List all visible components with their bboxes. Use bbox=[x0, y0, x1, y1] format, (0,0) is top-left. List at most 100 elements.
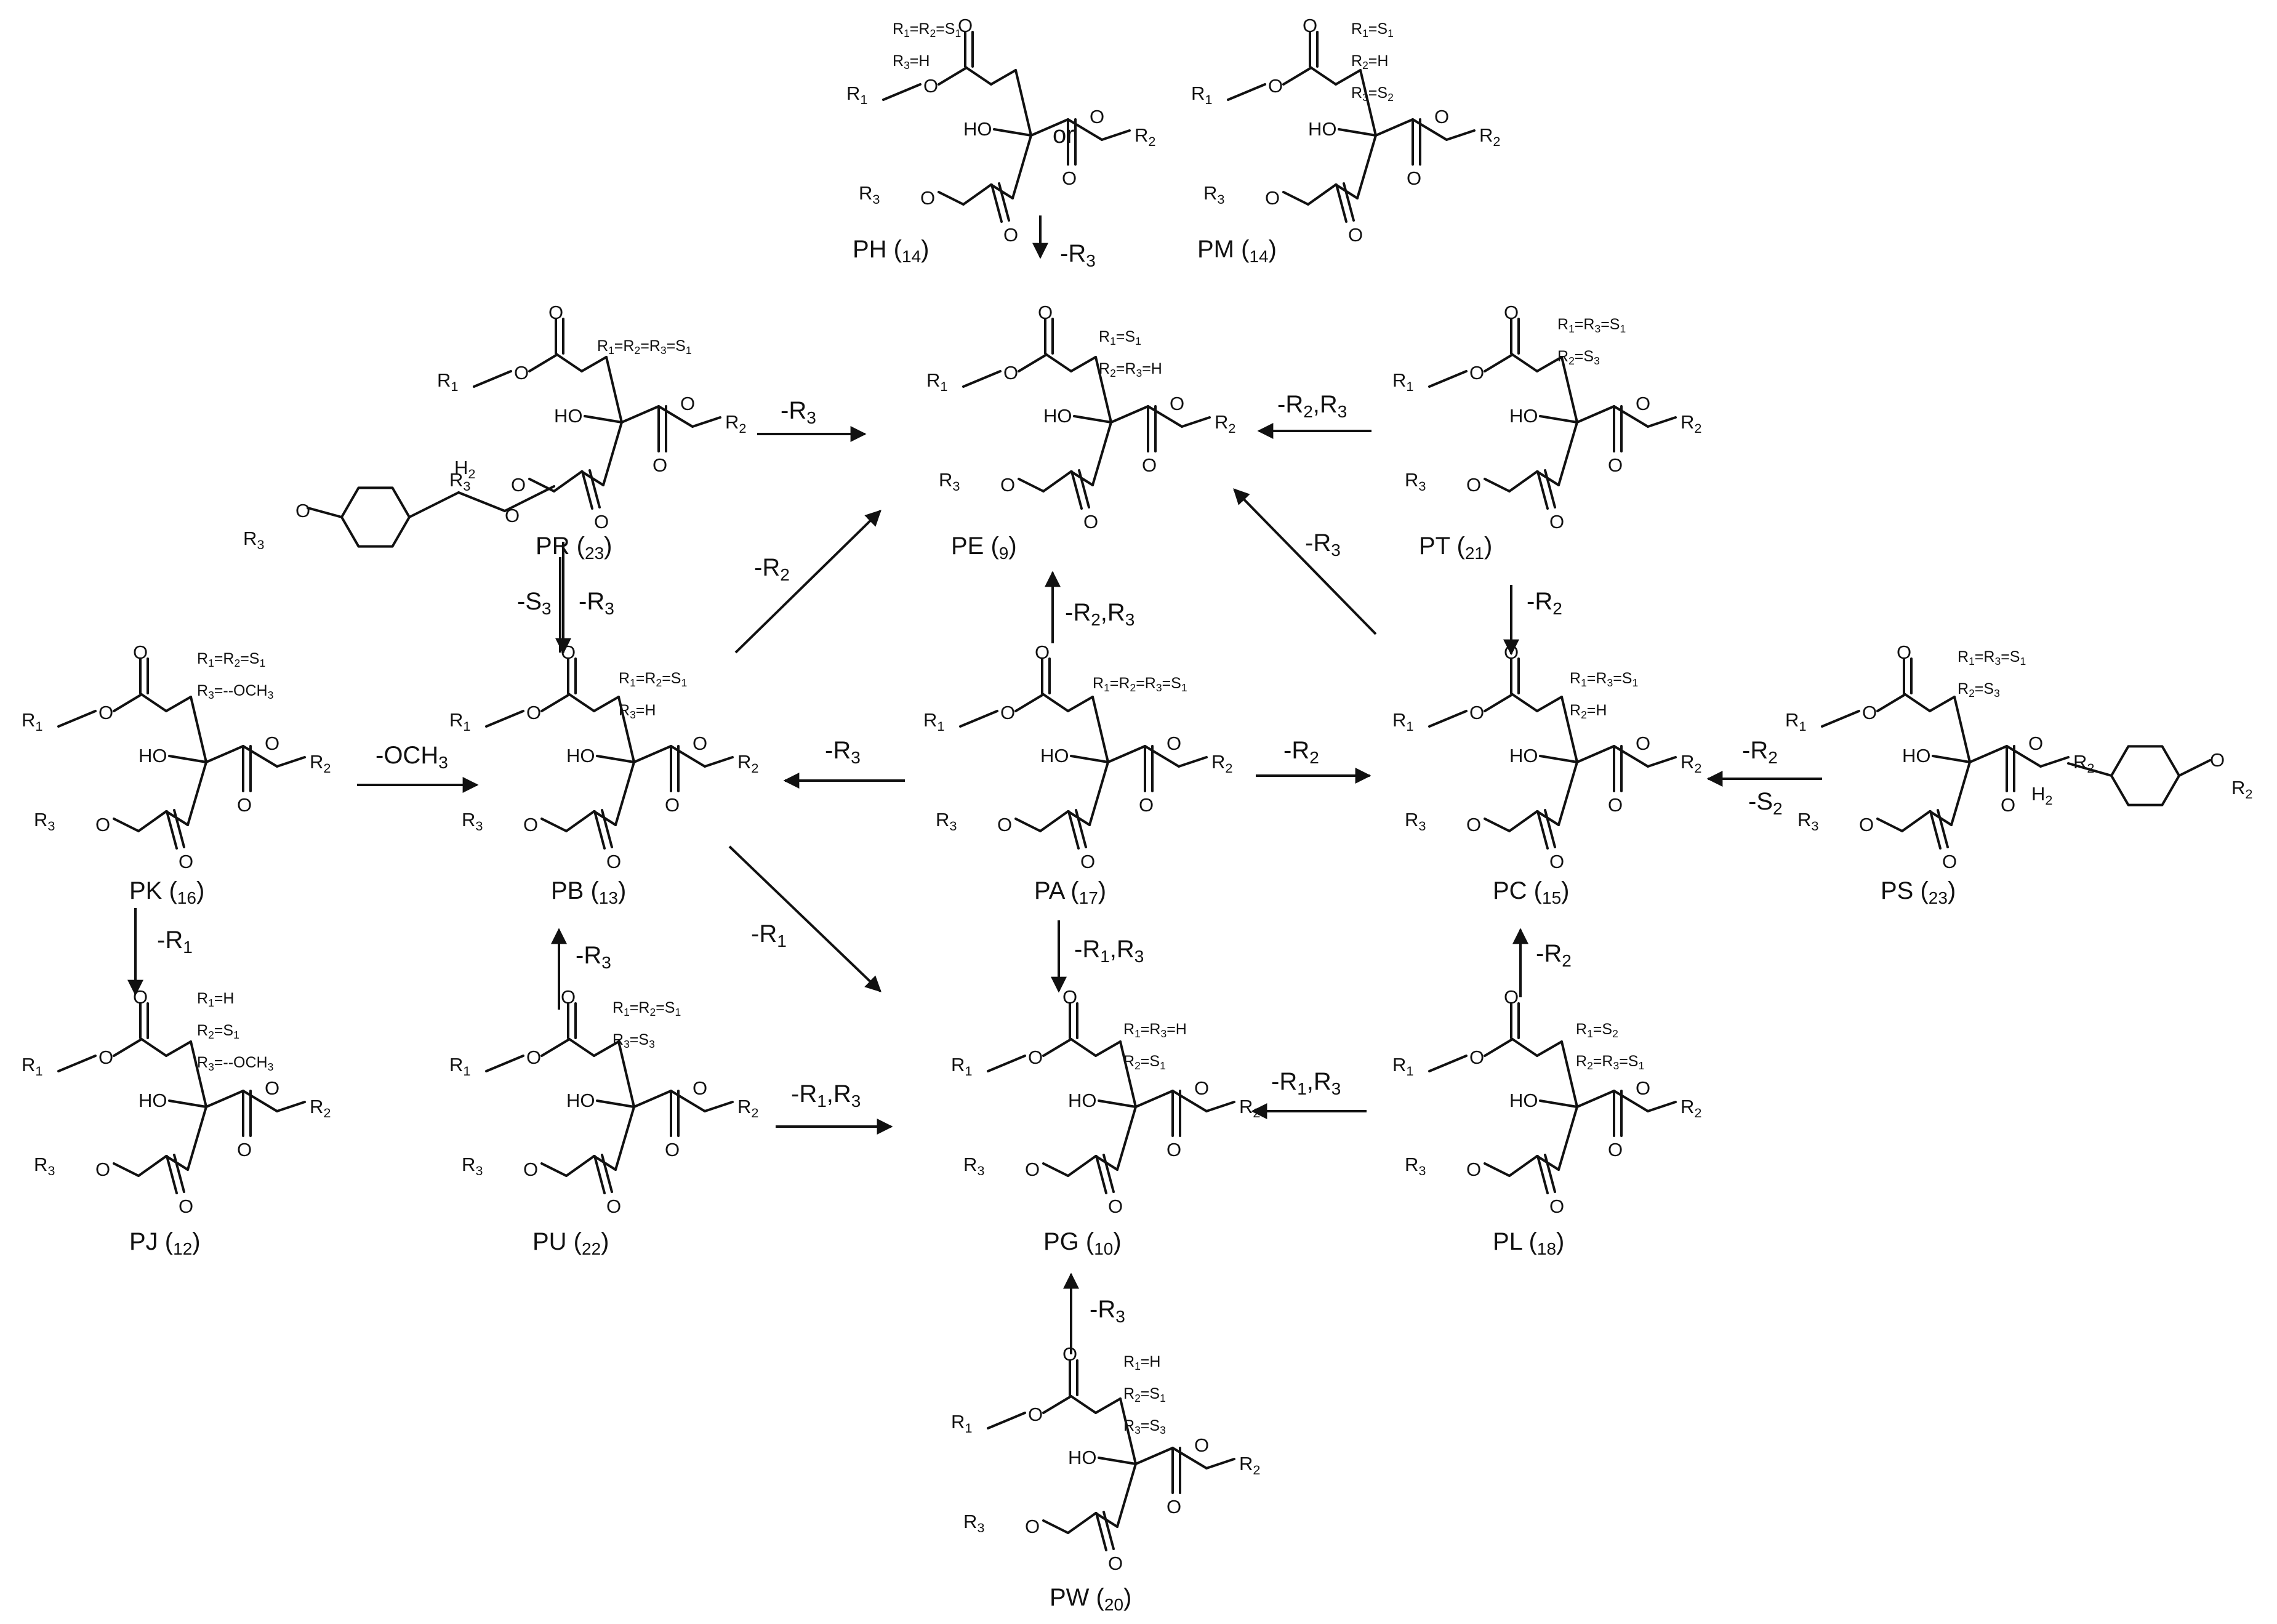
substituent-def: R1=R2=R3=S1 bbox=[597, 337, 692, 356]
bond bbox=[57, 710, 97, 728]
bond bbox=[1560, 1040, 1578, 1108]
substituent-def: R1=R3=S1 bbox=[1557, 316, 1626, 335]
bond bbox=[1070, 1038, 1097, 1057]
arrow-condition-pr-pb-b: -R3 bbox=[579, 588, 614, 618]
substituent-def: R3=--OCH3 bbox=[197, 682, 273, 701]
bond bbox=[965, 66, 992, 86]
bond bbox=[614, 1106, 635, 1171]
substituent-def: R2=S1 bbox=[197, 1022, 239, 1041]
atom-o: O bbox=[1265, 187, 1280, 209]
bond bbox=[205, 1090, 244, 1108]
bond bbox=[113, 1038, 143, 1057]
bond bbox=[962, 370, 1002, 388]
bond bbox=[1901, 810, 1931, 832]
bond bbox=[485, 1055, 524, 1072]
bond bbox=[1560, 356, 1578, 424]
substituent-def: R1=R2=R3=S1 bbox=[1093, 675, 1187, 694]
atom-o: O bbox=[665, 1139, 680, 1160]
bond bbox=[1091, 421, 1112, 486]
arrow-condition-pr-pe: -R3 bbox=[781, 397, 816, 427]
bond bbox=[1647, 756, 1677, 768]
bond bbox=[1116, 1463, 1137, 1528]
atom-o: O bbox=[606, 851, 621, 872]
substituent-def: R1=H bbox=[1123, 1353, 1160, 1372]
bond bbox=[1335, 69, 1362, 86]
bond bbox=[1484, 693, 1514, 712]
atom-o: O bbox=[1025, 1159, 1040, 1180]
bond bbox=[633, 745, 672, 763]
atom-o: O bbox=[95, 1159, 110, 1180]
atom-o: O bbox=[1469, 362, 1484, 384]
bond bbox=[1536, 1040, 1563, 1057]
bond bbox=[1094, 1040, 1122, 1057]
atom-r3: R3 bbox=[34, 809, 55, 834]
atom-r2: R2 bbox=[2073, 751, 2094, 776]
arrow-condition-pc-pe: -R3 bbox=[1305, 529, 1341, 560]
bond bbox=[1067, 1512, 1097, 1534]
bond bbox=[1560, 696, 1578, 763]
bond bbox=[1119, 1397, 1137, 1465]
bond bbox=[1544, 1154, 1556, 1193]
bond bbox=[242, 745, 278, 768]
arrow-condition-pr-pb-a: -S3 bbox=[517, 588, 552, 618]
bond bbox=[1511, 693, 1538, 712]
atom-o: O bbox=[1469, 702, 1484, 723]
compound-label-pe: PE (9) bbox=[951, 533, 1017, 563]
bond bbox=[166, 810, 178, 850]
bond bbox=[1018, 478, 1045, 492]
bond bbox=[614, 761, 635, 826]
bond bbox=[113, 818, 140, 832]
bond bbox=[1282, 66, 1312, 86]
bond bbox=[987, 1412, 1026, 1429]
bond bbox=[1070, 1395, 1097, 1414]
bond bbox=[1042, 1395, 1072, 1414]
compound-label-pb: PB (13) bbox=[551, 877, 626, 907]
bond bbox=[1067, 810, 1080, 850]
substituent-def: R2=S1 bbox=[1123, 1053, 1166, 1072]
atom-r3: R3 bbox=[859, 182, 880, 207]
arrow-condition-ps-pc-a: -R2 bbox=[1742, 737, 1778, 767]
bond bbox=[1171, 1447, 1208, 1469]
bond bbox=[1075, 809, 1087, 848]
bond bbox=[1484, 353, 1514, 372]
atom-ch2: H2 bbox=[454, 457, 475, 481]
bond bbox=[1039, 810, 1069, 832]
atom-r3: R3 bbox=[462, 809, 483, 834]
atom-o: O bbox=[1038, 302, 1053, 323]
atom-r3: R3 bbox=[449, 469, 470, 494]
atom-r3: R3 bbox=[939, 469, 960, 494]
atom-o: O bbox=[1549, 511, 1564, 533]
atom-r3: R3 bbox=[1797, 809, 1818, 834]
substituent-def: R2=R3=S1 bbox=[1576, 1053, 1644, 1072]
atom-o: O bbox=[1194, 1434, 1209, 1456]
atom-r3: R3 bbox=[1405, 809, 1426, 834]
atom-o: O bbox=[237, 794, 252, 816]
atom-r2: R2 bbox=[737, 1096, 758, 1120]
bond bbox=[1375, 118, 1414, 137]
substituent-def: R1=R3=H bbox=[1123, 1021, 1187, 1040]
bond bbox=[165, 696, 192, 712]
bond bbox=[137, 810, 167, 832]
bond bbox=[1070, 356, 1097, 372]
bond bbox=[173, 809, 185, 848]
atom-o: O bbox=[1139, 794, 1154, 816]
arrow-condition-ph-pe: -R3 bbox=[1060, 240, 1096, 270]
bond bbox=[1067, 696, 1094, 712]
bond bbox=[959, 710, 998, 728]
bond bbox=[1937, 809, 1949, 848]
arrow-pb-pe bbox=[734, 510, 881, 654]
atom-r1: R1 bbox=[449, 709, 470, 734]
atom-o: O bbox=[923, 75, 938, 97]
bond bbox=[457, 491, 506, 512]
substituent-def: R3=S3 bbox=[1123, 1417, 1166, 1436]
atom-r1: R1 bbox=[846, 82, 867, 107]
arrow-condition-pa-pg: -R1,R3 bbox=[1074, 936, 1144, 966]
arrow-condition-pt-pc: -R2 bbox=[1527, 588, 1562, 618]
atom-o: O bbox=[1504, 986, 1519, 1008]
bond bbox=[473, 370, 512, 388]
compound-label-pw: PW (20) bbox=[1050, 1584, 1131, 1614]
